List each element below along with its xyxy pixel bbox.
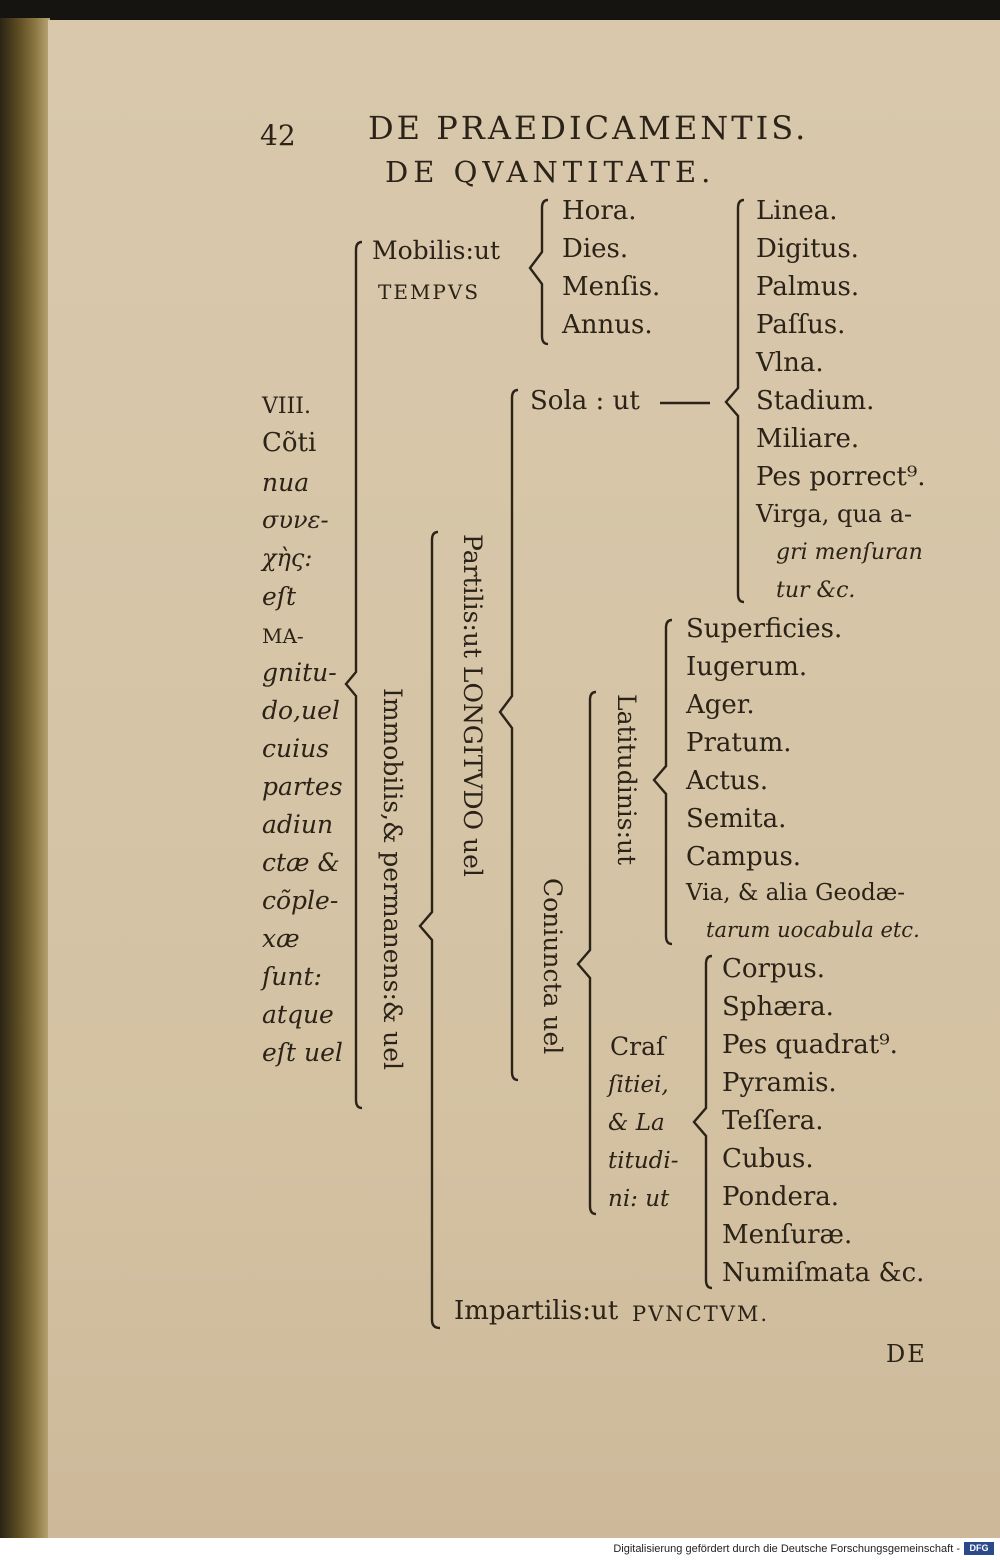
crassitiei-label-line: ſitiei,: [608, 1072, 669, 1098]
definition-line: Cõti: [262, 428, 317, 458]
sola-item: Pes porrect⁹.: [756, 462, 926, 492]
crassitiei-item: Pondera.: [722, 1182, 840, 1212]
latitudinis-item: Iugerum.: [686, 652, 808, 682]
definition-line: partes: [262, 772, 343, 801]
definition-line: cuius: [262, 734, 330, 763]
mobilis-example: TEMPVS: [378, 280, 481, 304]
latitudinis-item: tarum uocabula etc.: [706, 918, 920, 942]
dfg-logo: DFG: [964, 1542, 994, 1555]
definition-line: cõple-: [262, 886, 339, 915]
sola-item: Vlna.: [756, 348, 824, 378]
crassitiei-item: Numiſmata &c.: [722, 1258, 925, 1288]
sola-item: Linea.: [756, 196, 838, 226]
definition-line: gnitu-: [262, 658, 337, 687]
book-page: [48, 20, 1000, 1538]
mobilis-item: Annus.: [562, 310, 653, 340]
crassitiei-item: Sphæra.: [722, 992, 834, 1022]
bracket-crassitiei-items: [692, 954, 713, 1290]
definition-line: nua: [262, 468, 310, 497]
definition-line: do,uel: [262, 696, 340, 725]
latitudinis-item: Actus.: [686, 766, 769, 796]
definition-line: atque: [262, 1000, 334, 1029]
sola-item: gri menſuran: [776, 540, 923, 565]
crassitiei-item: Cubus.: [722, 1144, 814, 1174]
crassitiei-item: Pyramis.: [722, 1068, 837, 1098]
crassitiei-label-line: titudi-: [608, 1148, 679, 1174]
crassitiei-item: Pes quadrat⁹.: [722, 1030, 898, 1060]
definition-line: συνε-: [262, 506, 329, 534]
crassitiei-label-line: Craſ: [610, 1032, 666, 1061]
page-number: 42: [260, 119, 296, 152]
definition-line: adiun: [262, 810, 334, 839]
coniuncta-label: Coniuncta uel: [538, 878, 567, 1055]
bracket-sola-items: [724, 198, 745, 604]
crassitiei-item: Teſſera.: [722, 1106, 824, 1136]
bracket-latitudinis-items: [652, 618, 673, 946]
definition-line: eſt: [262, 582, 297, 611]
footer-bar: Digitalisierung gefördert durch die Deut…: [0, 1538, 1000, 1560]
crassitiei-item: Corpus.: [722, 954, 825, 984]
bracket-coniuncta: [576, 690, 597, 1216]
sola-item: tur &c.: [776, 578, 856, 603]
definition-line: xæ: [262, 924, 300, 953]
mobilis-item: Menſis.: [562, 272, 661, 302]
crassitiei-label-line: ni: ut: [608, 1186, 670, 1212]
sola-item: Miliare.: [756, 424, 860, 454]
immobilis-label: Immobilis,& permanens:& uel: [378, 688, 407, 1071]
sola-item: Digitus.: [756, 234, 859, 264]
catchword: DE: [886, 1340, 927, 1368]
definition-line: ſunt:: [262, 962, 322, 991]
mobilis-label: Mobilis:ut: [372, 236, 501, 265]
partilis-label: Partilis:ut LONGITVDO uel: [458, 534, 487, 877]
sola-label: Sola : ut: [530, 386, 640, 416]
latitudinis-item: Campus.: [686, 842, 802, 872]
book-spine: [0, 18, 50, 1538]
mobilis-item: Hora.: [562, 196, 637, 226]
definition-line: ctæ &: [262, 848, 340, 877]
sola-item: Virga, qua a-: [756, 500, 913, 528]
bracket-mobilis-items: [528, 198, 549, 346]
latitudinis-item: Semita.: [686, 804, 787, 834]
latitudinis-item: Via, & alia Geodæ-: [686, 880, 906, 906]
sola-item: Stadium.: [756, 386, 875, 416]
definition-line: eſt uel: [262, 1038, 343, 1067]
impartilis-label: Impartilis:ut: [454, 1296, 619, 1326]
impartilis-example: PVNCTVM.: [632, 1302, 770, 1326]
bracket-immobilis: [418, 530, 441, 1330]
section-title: DE QVANTITATE.: [385, 155, 716, 189]
footer-text: Digitalisierung gefördert durch die Deut…: [613, 1543, 960, 1555]
definition-line: χὴς:: [262, 544, 313, 572]
sola-item: Palmus.: [756, 272, 860, 302]
mobilis-item: Dies.: [562, 234, 629, 264]
latitudinis-item: Pratum.: [686, 728, 792, 758]
bracket-partilis: [498, 388, 519, 1082]
crassitiei-label-line: & La: [608, 1110, 665, 1136]
latitudinis-item: Superficies.: [686, 614, 843, 644]
bracket-main: [344, 240, 363, 1110]
running-title: DE PRAEDICAMENTIS.: [368, 109, 809, 147]
crassitiei-item: Menſuræ.: [722, 1220, 853, 1250]
latitudinis-label: Latitudinis:ut: [612, 694, 641, 866]
definition-line: VIII.: [262, 394, 311, 419]
definition-line: MA-: [262, 624, 304, 648]
latitudinis-item: Ager.: [686, 690, 755, 720]
sola-item: Paſſus.: [756, 310, 846, 340]
